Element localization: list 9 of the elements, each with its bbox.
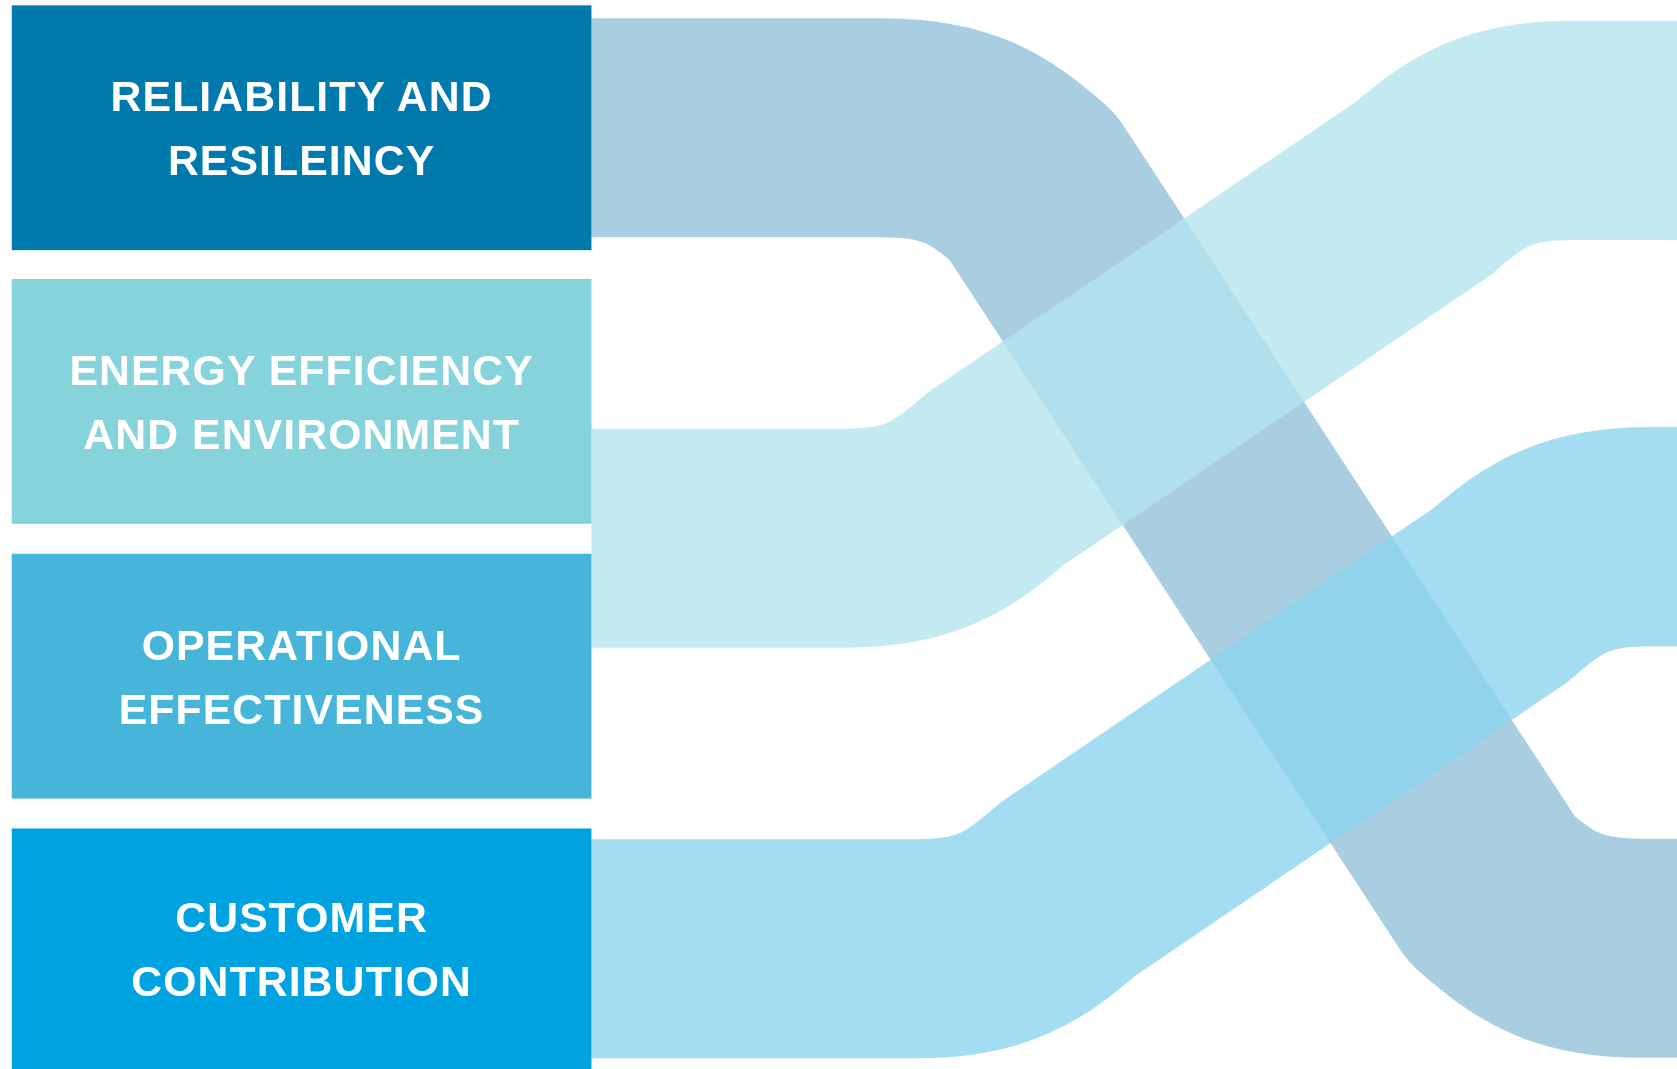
- category-box: [11, 828, 592, 1069]
- category-box: [11, 553, 592, 799]
- ribbon-band: [591, 20, 1677, 648]
- category-label: ENERGY EFFICIENCY AND ENVIRONMENT: [68, 344, 535, 459]
- category-box: [11, 279, 592, 524]
- category-box: [11, 5, 592, 251]
- category-label: OPERATIONAL EFFECTIVENESS: [117, 619, 486, 734]
- category-label: CUSTOMER CONTRIBUTION: [130, 892, 473, 1007]
- category-label: RELIABILITY AND RESILEINCY: [109, 71, 494, 186]
